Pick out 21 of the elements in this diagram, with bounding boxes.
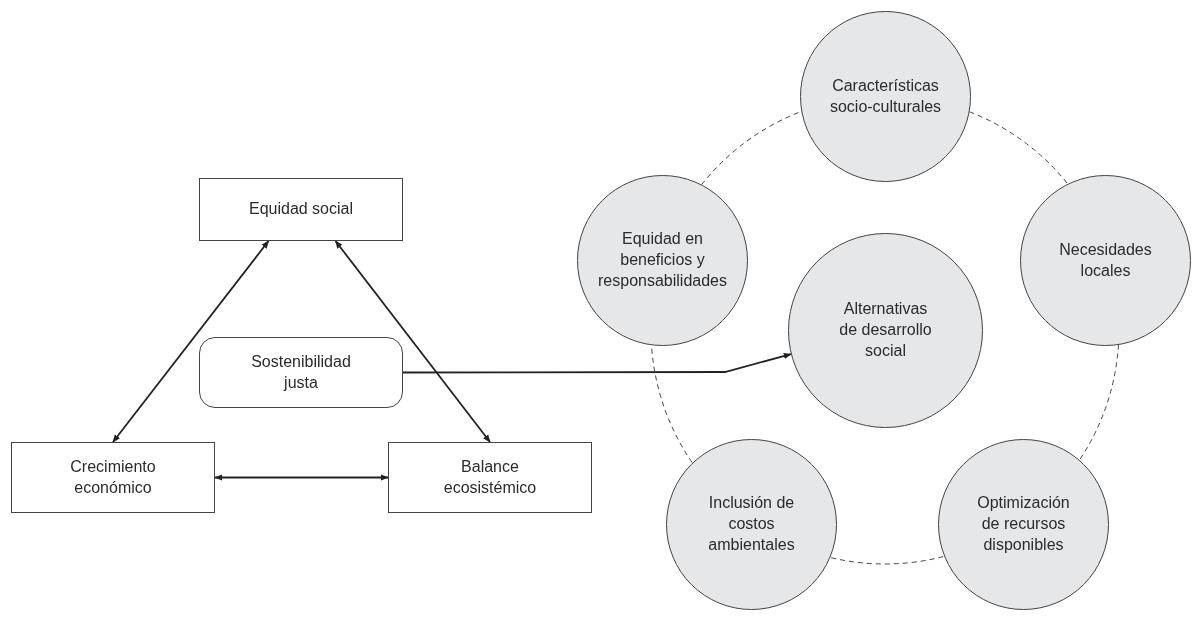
- node-label: Optimización de recursos disponibles: [976, 493, 1071, 555]
- node-label: Equidad social: [248, 199, 354, 220]
- node-label: Crecimiento económico: [69, 456, 157, 498]
- process-box: [388, 442, 592, 513]
- dashed-connector: [1079, 344, 1119, 460]
- arrow: [334, 240, 491, 443]
- node-label: Balance ecosistémico: [442, 456, 538, 498]
- arrow: [112, 240, 270, 443]
- node-label: Necesidades locales: [1058, 239, 1153, 281]
- dashed-connector: [969, 111, 1069, 185]
- process-box: [11, 442, 215, 513]
- rounded-box: [199, 337, 403, 408]
- node-label: Características socio-culturales: [828, 75, 943, 117]
- arrow: [214, 474, 389, 481]
- node-label: Inclusión de costos ambientales: [707, 493, 796, 555]
- node-label: Alternativas de desarrollo social: [838, 299, 933, 361]
- dashed-connector: [830, 556, 944, 565]
- arrow: [402, 352, 792, 374]
- node-label: Sostenibilidad justa: [250, 351, 352, 393]
- node-label: Equidad en beneficios y responsabilidades: [597, 229, 728, 291]
- process-box: [199, 178, 403, 241]
